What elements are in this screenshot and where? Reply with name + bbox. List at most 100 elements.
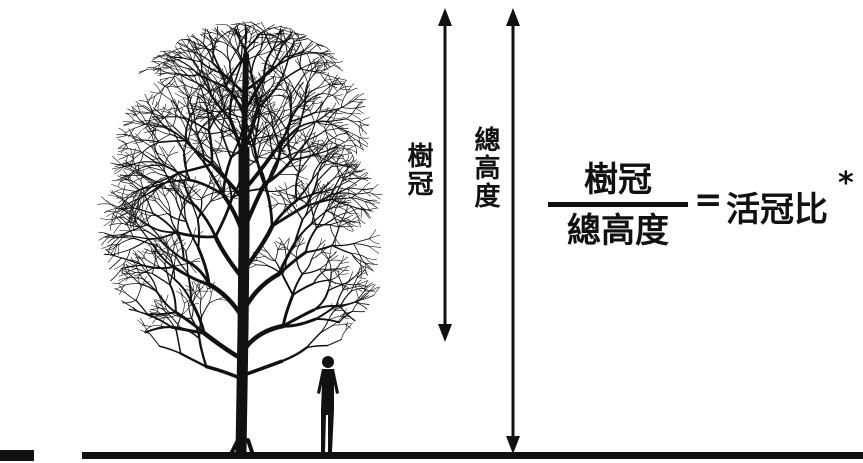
- branch: [340, 92, 348, 108]
- branch: [333, 108, 338, 120]
- branch: [178, 80, 188, 87]
- branch: [357, 216, 361, 228]
- branch: [331, 242, 355, 247]
- branch: [136, 171, 156, 184]
- branch: [139, 182, 156, 199]
- branch: [206, 68, 217, 76]
- branch: [242, 359, 284, 377]
- branch: [304, 198, 333, 207]
- branch: [315, 180, 322, 191]
- branch: [132, 164, 147, 167]
- branch: [110, 191, 123, 198]
- branch: [276, 69, 286, 77]
- branch: [350, 197, 366, 203]
- branch: [164, 155, 174, 168]
- branch: [323, 154, 331, 166]
- branch: [98, 234, 111, 241]
- branch: [173, 110, 182, 119]
- branch: [152, 212, 177, 234]
- branch: [161, 103, 166, 115]
- equals-sign: =: [694, 180, 723, 220]
- branch: [111, 208, 117, 220]
- branch: [319, 186, 338, 193]
- branch: [364, 283, 375, 292]
- branch: [197, 95, 201, 108]
- branch: [339, 173, 354, 179]
- branch: [285, 86, 290, 99]
- branch: [118, 155, 128, 160]
- branch: [187, 38, 196, 53]
- branch: [344, 322, 354, 325]
- branch: [127, 148, 142, 153]
- branch: [127, 151, 142, 157]
- branch: [114, 166, 124, 175]
- branch: [132, 307, 152, 316]
- branch: [289, 93, 292, 123]
- branch: [188, 303, 193, 319]
- branch: [339, 305, 356, 322]
- branch: [328, 83, 337, 91]
- branch: [187, 96, 191, 118]
- branch: [228, 36, 234, 49]
- branch: [278, 185, 293, 192]
- branch: [326, 118, 347, 123]
- branch: [324, 115, 334, 119]
- branch: [262, 149, 275, 152]
- branch: [274, 241, 279, 250]
- branch: [330, 197, 352, 200]
- branch: [284, 41, 294, 45]
- branch: [184, 119, 199, 136]
- branch: [361, 265, 369, 276]
- branch: [188, 138, 200, 144]
- branch: [189, 303, 199, 307]
- branch: [241, 224, 275, 273]
- branch: [315, 153, 335, 164]
- branch: [192, 60, 202, 76]
- branch: [160, 92, 175, 102]
- branch: [183, 200, 188, 223]
- branch: [143, 175, 163, 185]
- branch: [334, 165, 345, 179]
- branch: [292, 44, 296, 51]
- branch: [134, 130, 142, 139]
- branch: [164, 294, 169, 304]
- branch: [147, 314, 173, 328]
- branch: [110, 268, 123, 282]
- branch: [128, 127, 135, 138]
- branch: [362, 182, 371, 190]
- branch: [146, 122, 158, 125]
- branch: [171, 233, 175, 245]
- branch: [122, 272, 136, 275]
- branch: [200, 116, 212, 120]
- branch: [158, 68, 177, 74]
- branch: [152, 54, 159, 61]
- branch: [230, 188, 261, 200]
- branch: [135, 265, 143, 279]
- ground-marker: [0, 450, 34, 461]
- branch: [358, 136, 369, 145]
- branch: [213, 115, 232, 131]
- branch: [221, 192, 246, 242]
- branch: [285, 80, 291, 92]
- branch: [334, 302, 340, 311]
- branch: [271, 134, 278, 146]
- branch: [135, 133, 144, 142]
- branch: [267, 251, 276, 262]
- branch: [248, 34, 256, 42]
- branch: [272, 110, 284, 129]
- branch: [136, 182, 156, 193]
- branch: [201, 183, 210, 199]
- branch: [178, 59, 199, 76]
- branch: [256, 256, 266, 259]
- branch: [208, 100, 215, 117]
- branch: [183, 163, 188, 185]
- branch: [164, 263, 171, 286]
- branch: [307, 38, 317, 44]
- branch: [353, 243, 370, 247]
- branch: [141, 324, 152, 327]
- branch: [143, 248, 155, 254]
- branch: [155, 200, 168, 214]
- branch: [204, 364, 246, 382]
- branch: [284, 182, 288, 193]
- branch: [252, 25, 258, 35]
